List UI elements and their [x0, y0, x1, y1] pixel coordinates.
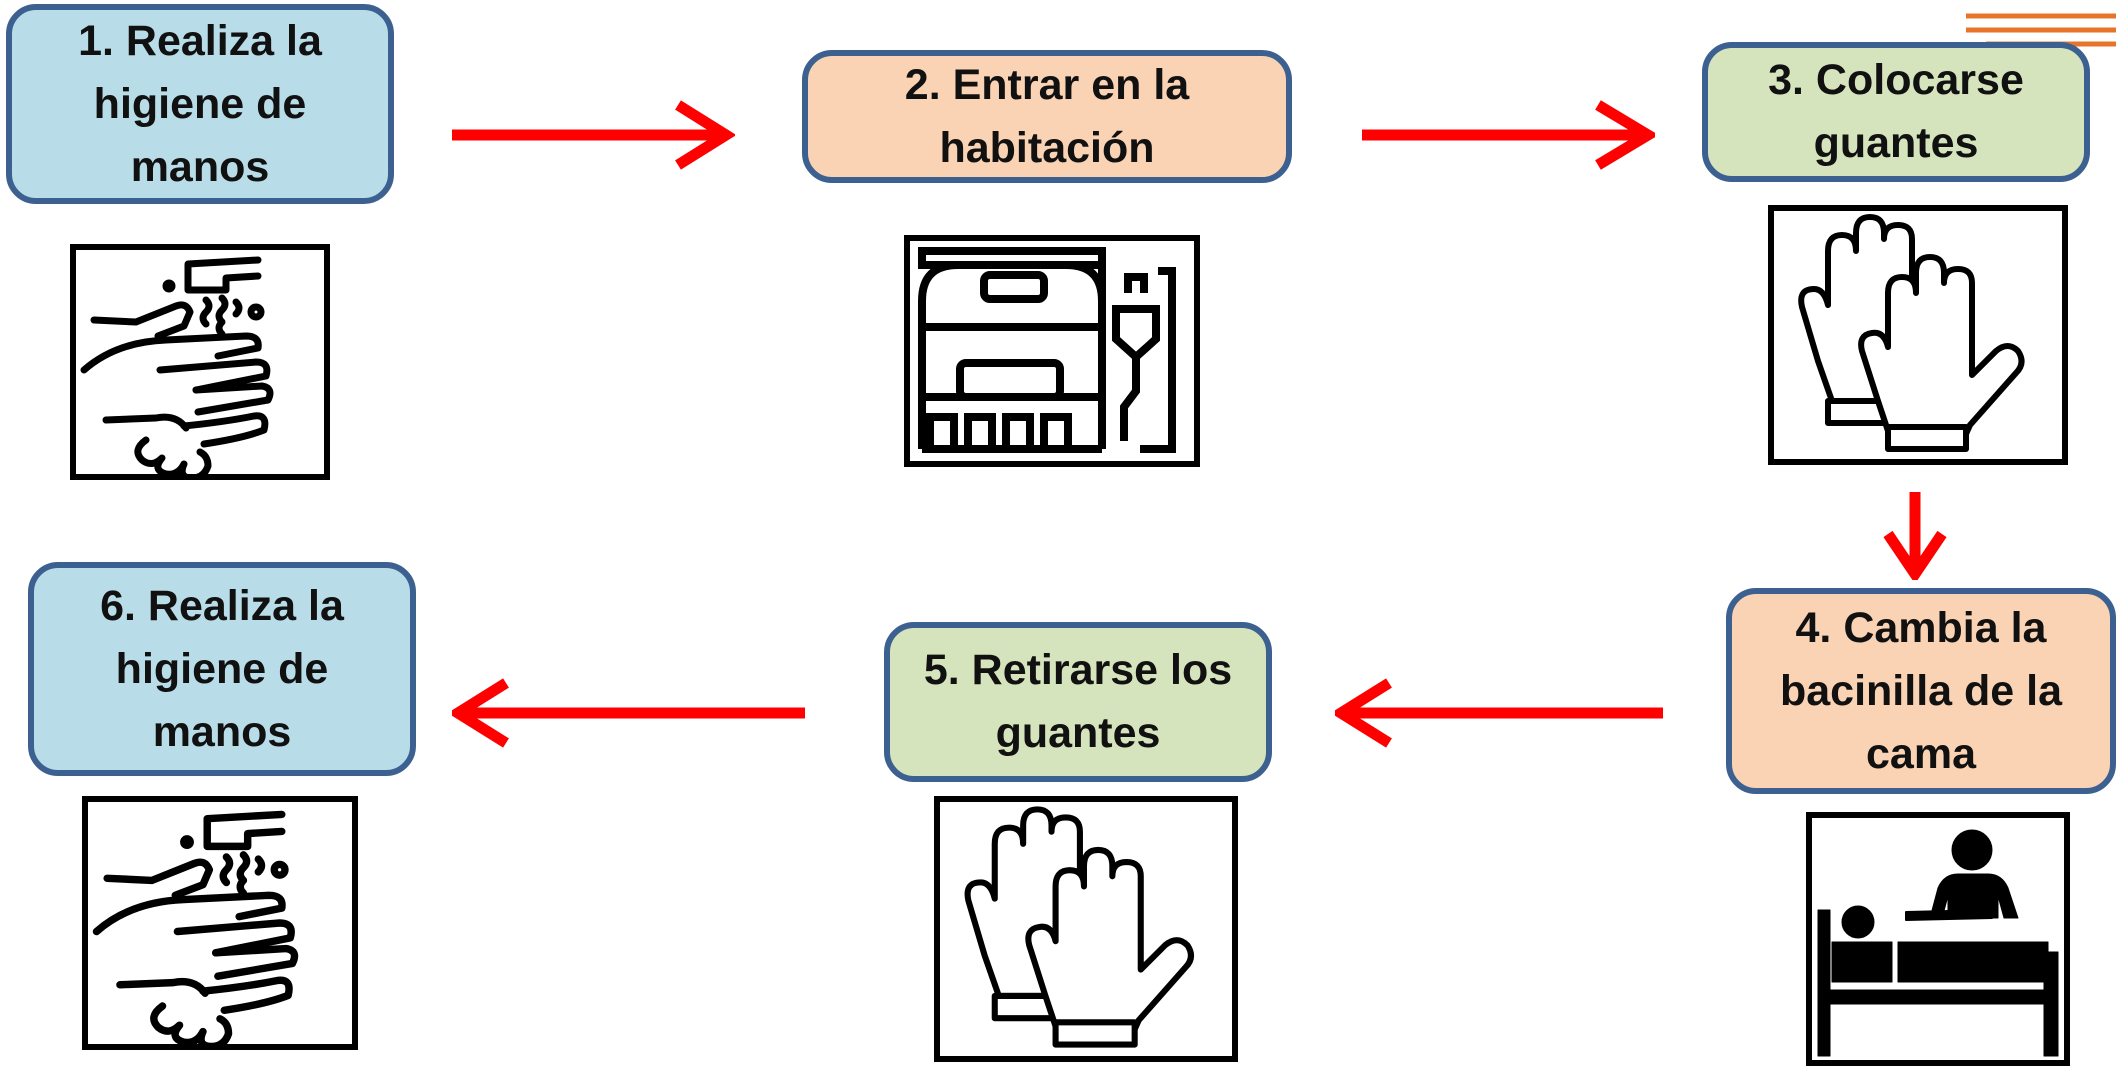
step-3-box: 3. Colocarse guantes	[1702, 42, 2090, 182]
step-2-box: 2. Entrar en la habitación	[802, 50, 1292, 183]
step-4-label: 4. Cambia la bacinilla de la cama	[1780, 603, 2062, 778]
step-2-label: 2. Entrar en la habitación	[904, 60, 1190, 172]
handwashing-icon-frame-1	[70, 244, 330, 480]
arrow-step2-to-step3	[1362, 100, 1655, 170]
step-1-label: 1. Realiza la higiene de manos	[78, 16, 322, 191]
gloves-icon	[1798, 214, 2025, 452]
step-3-label: 3. Colocarse guantes	[1768, 56, 2024, 167]
handwashing-icon	[80, 256, 274, 474]
handwashing-icon-frame-2	[82, 796, 358, 1050]
hospital-bed-iv-icon	[918, 247, 1176, 453]
arrow-step4-to-step5	[1335, 678, 1663, 748]
patient-care-icon	[1817, 829, 2059, 1057]
step-6-label: 6. Realiza la higiene de manos	[100, 581, 344, 756]
hospital-bed-iv-icon-frame	[904, 235, 1200, 467]
step-5-box: 5. Retirarse los guantes	[884, 622, 1272, 782]
gloves-icon-frame-2	[934, 796, 1238, 1062]
arrow-step1-to-step2	[452, 100, 735, 170]
step-6-box: 6. Realiza la higiene de manos	[28, 562, 416, 776]
step-5-label: 5. Retirarse los guantes	[923, 646, 1233, 757]
gloves-icon-frame-1	[1768, 205, 2068, 465]
arrow-step3-to-step4	[1883, 492, 1947, 580]
patient-care-icon-frame	[1806, 812, 2070, 1066]
step-1-box: 1. Realiza la higiene de manos	[6, 4, 394, 204]
step-4-box: 4. Cambia la bacinilla de la cama	[1726, 588, 2116, 794]
gloves-icon	[964, 806, 1194, 1048]
arrow-step5-to-step6	[452, 678, 805, 748]
handwashing-icon	[92, 810, 299, 1044]
